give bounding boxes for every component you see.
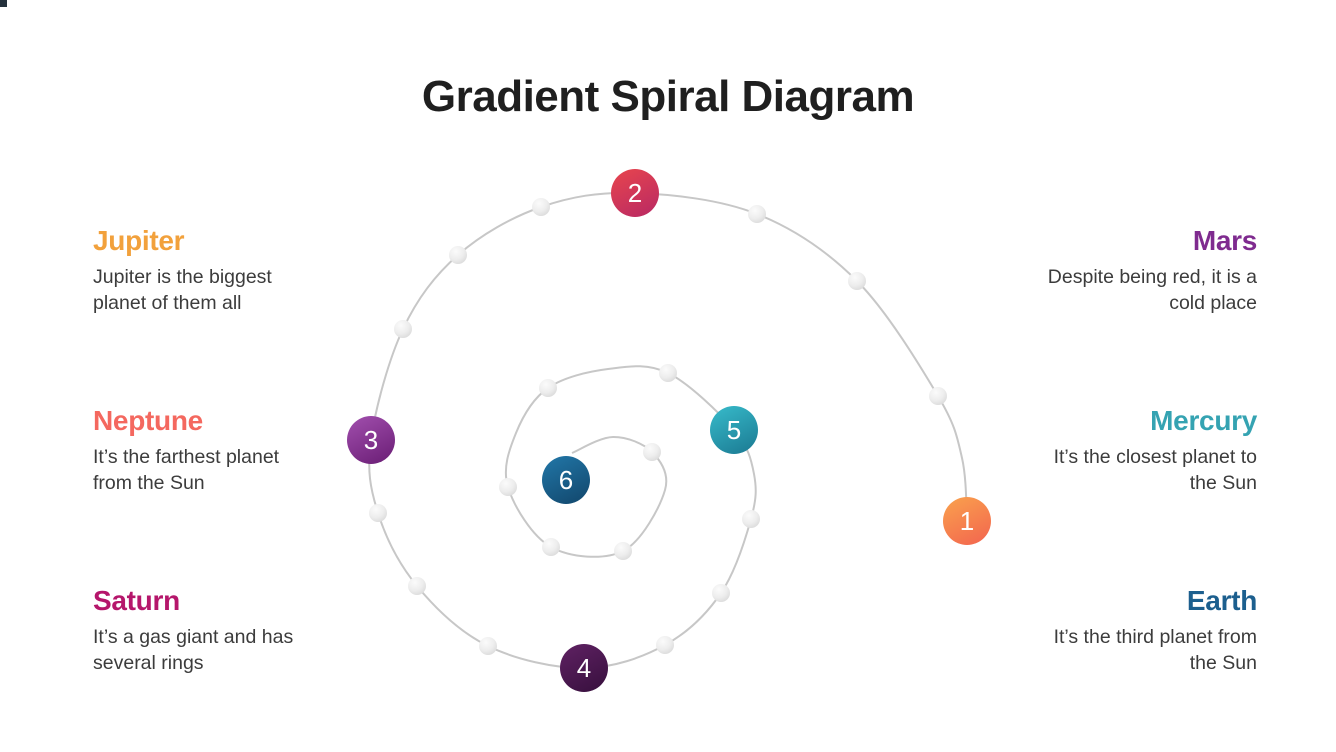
spiral-dot <box>614 542 632 560</box>
panel-heading-mars: Mars <box>1192 225 1257 256</box>
panel-heading-earth: Earth <box>1186 585 1257 616</box>
spiral-dot <box>539 379 557 397</box>
panel-jupiter: Jupiter Jupiter is the biggest planet of… <box>93 225 365 316</box>
panel-body-neptune: It’s the farthest planet from the Sun <box>93 446 280 495</box>
panel-heading-neptune: Neptune <box>93 405 203 436</box>
panel-heading-saturn: Saturn <box>93 585 180 616</box>
spiral-node-1 <box>943 497 991 545</box>
spiral-node-label-6: 6 <box>559 465 573 495</box>
spiral-node-label-5: 5 <box>727 415 741 445</box>
spiral-dot <box>542 538 560 556</box>
spiral-dot <box>643 443 661 461</box>
spiral-dot <box>532 198 550 216</box>
spiral-dot <box>449 246 467 264</box>
panel-body-mercury: It’s the closest planet to the Sun <box>1053 446 1257 495</box>
spiral-node-label-1: 1 <box>960 506 974 536</box>
panel-body-saturn: It’s a gas giant and has several rings <box>93 626 294 675</box>
panel-neptune: Neptune It’s the farthest planet from th… <box>93 405 365 496</box>
panel-heading-mercury: Mercury <box>1150 405 1257 436</box>
panel-mercury: Mercury It’s the closest planet to the S… <box>985 405 1258 496</box>
corner-mark <box>0 0 7 7</box>
spiral-node-2 <box>611 169 659 217</box>
spiral-dot <box>848 272 866 290</box>
spiral-node-label-4: 4 <box>577 653 591 683</box>
spiral-dot <box>479 637 497 655</box>
spiral-dot <box>408 577 426 595</box>
page-title: Gradient Spiral Diagram <box>421 72 915 121</box>
spiral-dot <box>394 320 412 338</box>
spiral-dot <box>369 504 387 522</box>
spiral-node-4 <box>560 644 608 692</box>
spiral-dot <box>656 636 674 654</box>
spiral-node-label-3: 3 <box>364 425 378 455</box>
spiral-dot <box>712 584 730 602</box>
panel-body-earth: It’s the third planet from the Sun <box>1053 626 1257 675</box>
panel-body-mars: Despite being red, it is a cold place <box>1047 266 1257 315</box>
spiral-node-label-2: 2 <box>628 178 642 208</box>
spiral-dot <box>929 387 947 405</box>
panel-earth: Earth It’s the third planet from the Sun <box>985 585 1258 676</box>
panel-saturn: Saturn It’s a gas giant and has several … <box>93 585 365 676</box>
spiral-dot <box>742 510 760 528</box>
spiral-path <box>368 191 968 670</box>
spiral-node-3 <box>347 416 395 464</box>
panel-mars: Mars Despite being red, it is a cold pla… <box>985 225 1258 316</box>
spiral-node-6 <box>542 456 590 504</box>
spiral-node-5 <box>710 406 758 454</box>
spiral-dot <box>748 205 766 223</box>
spiral-dot <box>499 478 517 496</box>
panel-heading-jupiter: Jupiter <box>93 225 185 256</box>
panel-body-jupiter: Jupiter is the biggest planet of them al… <box>93 266 272 315</box>
spiral-dot <box>659 364 677 382</box>
